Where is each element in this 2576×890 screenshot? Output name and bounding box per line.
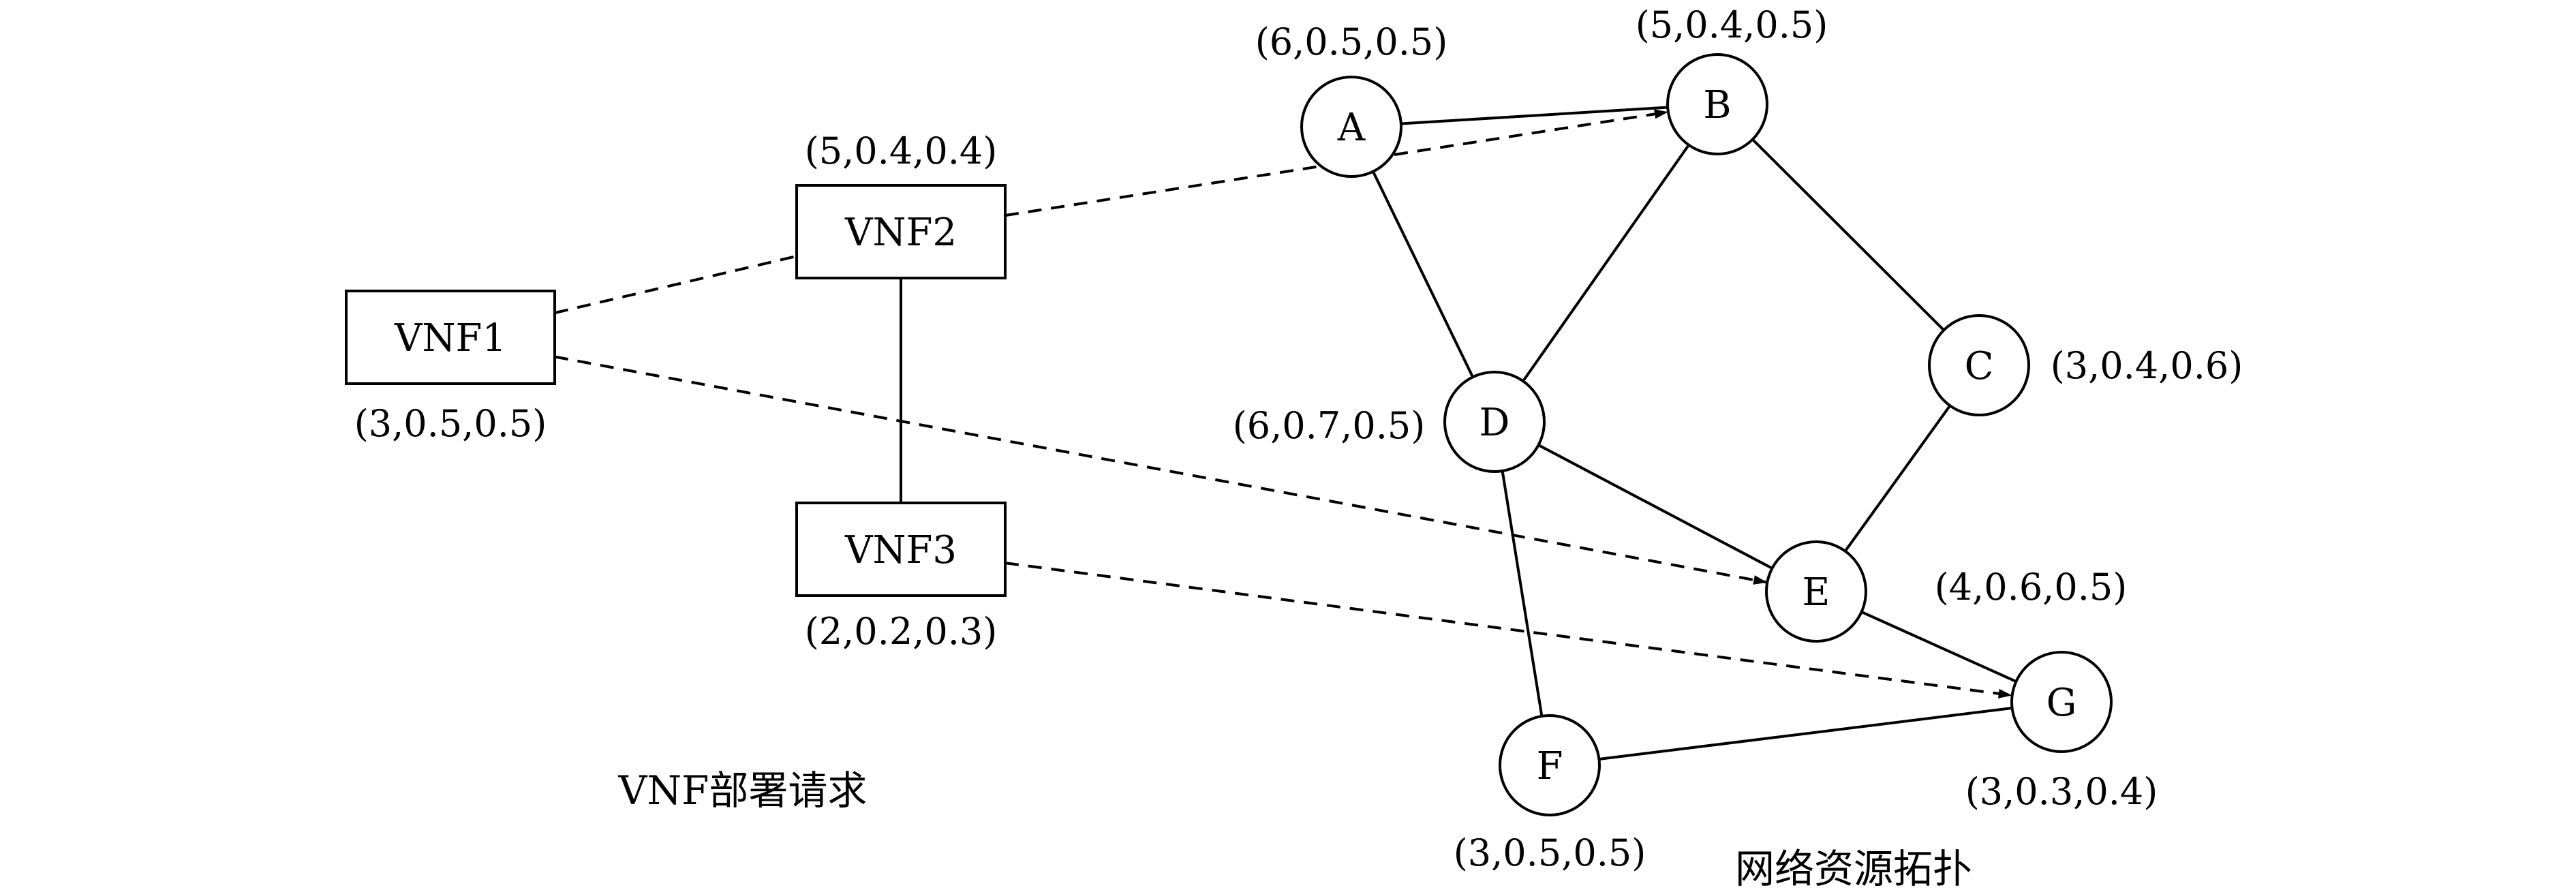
- topology-link-e-g: [1860, 611, 2017, 683]
- node-label: E: [1803, 570, 1830, 615]
- topology-link-b-d: [1522, 144, 1690, 382]
- node-circle: [1300, 76, 1402, 178]
- node-attr-label: (3,0.3,0.4): [1965, 770, 2158, 813]
- node-attr-label: (5,0.4,0.5): [1636, 3, 1828, 46]
- topology-node-c: C: [1928, 314, 2030, 416]
- vnf-attr-label: (2,0.2,0.3): [805, 610, 998, 653]
- topology-node-a: A: [1300, 76, 1402, 178]
- vnf-box: [795, 184, 1007, 279]
- node-label: F: [1537, 744, 1563, 788]
- request-caption: VNF部署请求: [618, 767, 868, 814]
- node-circle: [1666, 53, 1768, 155]
- topology-link-b-c: [1751, 138, 1945, 331]
- node-attr-label: (4,0.6,0.5): [1935, 566, 2128, 609]
- node-label: A: [1337, 106, 1366, 150]
- topology-node-f: F: [1499, 714, 1601, 816]
- labels-layer: (3,0.5,0.5) (5,0.4,0.4) (2,0.2,0.3) (6,0.5,…: [354, 3, 2243, 874]
- topology-node-b: B: [1666, 53, 1768, 155]
- topology-link-d-e: [1537, 444, 1773, 570]
- edges-layer: [554, 106, 2017, 761]
- node-circle: [1765, 540, 1867, 643]
- vnf-box: [795, 502, 1007, 597]
- node-circle: [1499, 714, 1601, 816]
- mapping-arrow-vnf3-g: [1005, 562, 2012, 699]
- node-circle: [1928, 314, 2030, 416]
- mapping-arrow-vnf1-e: [554, 355, 1768, 585]
- topology-link-f-g: [1599, 706, 2012, 761]
- topology-link-c-e: [1844, 405, 1951, 552]
- topology-link-a-d: [1372, 170, 1474, 378]
- vnf-attr-label: (3,0.5,0.5): [354, 402, 547, 445]
- vnf-label: VNF3: [844, 528, 957, 572]
- node-attr-label: (3,0.4,0.6): [2051, 344, 2243, 387]
- node-label: C: [1965, 344, 1994, 388]
- node-label: G: [2046, 681, 2077, 725]
- request-link-vnf1-vnf2: [554, 254, 797, 315]
- node-attr-label: (6,0.5,0.5): [1255, 20, 1448, 63]
- node-attr-label: (6,0.7,0.5): [1233, 404, 1426, 447]
- node-attr-label: (3,0.5,0.5): [1454, 831, 1646, 874]
- node-circle: [1443, 371, 1546, 473]
- node-label: D: [1479, 401, 1510, 445]
- topology-node-g: G: [2010, 651, 2113, 753]
- vnf-box: [345, 290, 556, 385]
- vnf-node-vnf1: VNF1: [345, 290, 556, 385]
- topology-link-a-b: [1400, 106, 1668, 125]
- vnf-node-vnf3: VNF3: [795, 502, 1007, 597]
- vnf-attr-label: (5,0.4,0.4): [805, 129, 998, 172]
- topology-caption: 网络资源拓扑: [1735, 846, 1972, 890]
- vnf-label: VNF2: [844, 211, 957, 255]
- topology-link-d-f: [1501, 470, 1544, 717]
- vnf-node-vnf2: VNF2: [795, 184, 1007, 279]
- topology-node-e: E: [1765, 540, 1867, 643]
- node-circle: [2010, 651, 2113, 753]
- topology-node-d: D: [1443, 371, 1546, 473]
- node-label: B: [1703, 83, 1731, 127]
- vnf-label: VNF1: [394, 316, 506, 360]
